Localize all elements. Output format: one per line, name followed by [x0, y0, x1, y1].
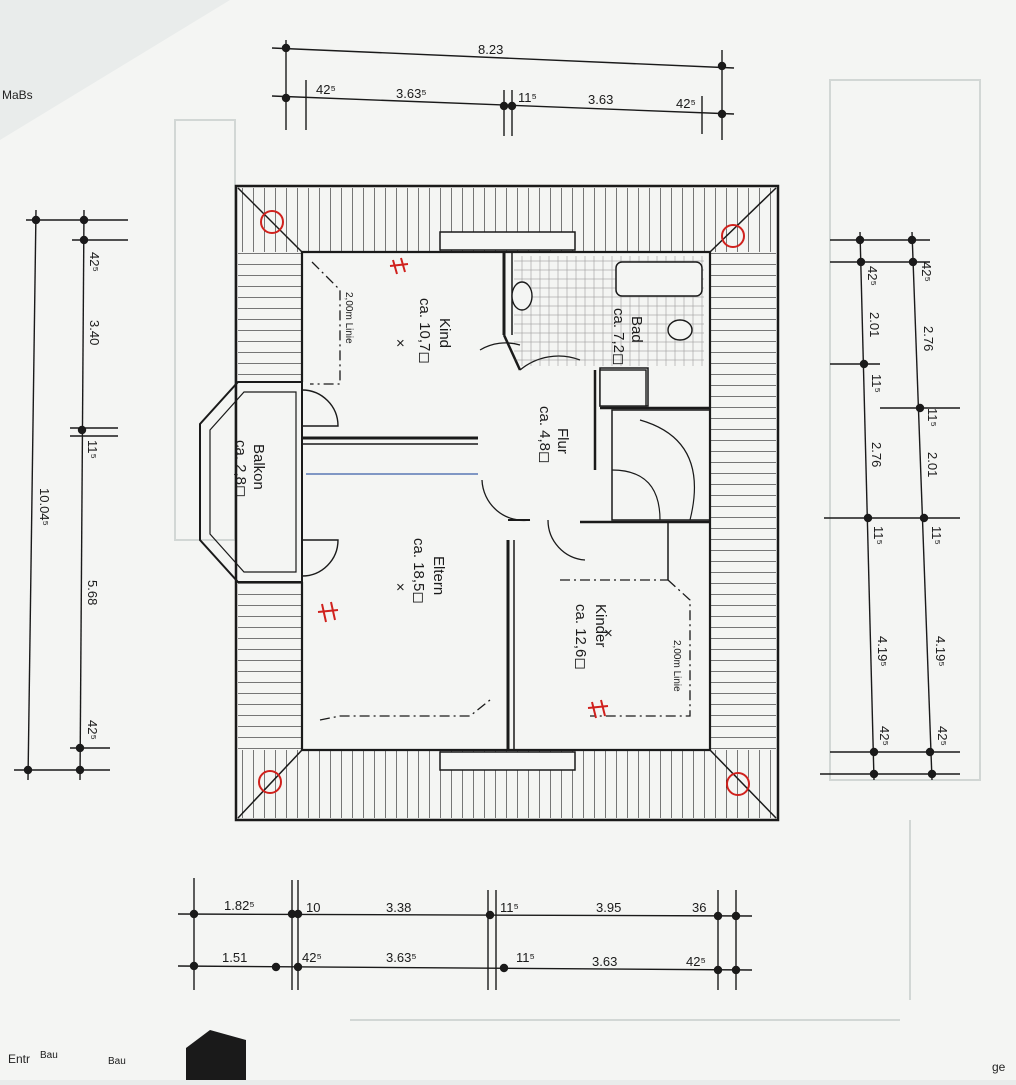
- dim-left-1: 42⁵: [87, 252, 102, 272]
- dim-right-inner-6: 4.19⁵: [875, 636, 890, 667]
- room-balkon-name: Balkon: [250, 444, 267, 490]
- dim-bottom1-2: 10: [306, 900, 320, 915]
- dim-bottom1-6: 36: [692, 900, 706, 915]
- edge-text-top-left: MaBs: [2, 88, 33, 102]
- edge-text-bottom-right: ge: [992, 1060, 1006, 1074]
- dim-right-inner-7: 42⁵: [877, 726, 892, 746]
- room-eltern-cross: ×: [396, 579, 405, 596]
- dim-top-4: 3.63: [588, 92, 613, 107]
- room-bad-area: ca. 7,2◻: [610, 308, 627, 365]
- interior-walls: [302, 252, 711, 750]
- bathroom-fixtures: [511, 256, 704, 407]
- edge-text-bau-1: Bau: [108, 1056, 126, 1067]
- dim-right-inner-2: 2.01: [867, 312, 882, 337]
- dim-bottom2-1: 1.51: [222, 950, 247, 965]
- dim-left-3: 11⁵: [85, 440, 100, 459]
- dim-bottom1-5: 3.95: [596, 900, 621, 915]
- dim-bottom2-2: 42⁵: [302, 950, 322, 965]
- dim-top-total: 8.23: [478, 42, 503, 57]
- dim-right-outer-3: 11⁵: [925, 408, 940, 427]
- dim-right-outer-6: 4.19⁵: [933, 636, 948, 667]
- roof-band: [234, 184, 780, 822]
- balcony: [199, 381, 339, 583]
- dim-left-total: 10.04⁵: [37, 488, 52, 526]
- dim-bottom1-4: 11⁵: [500, 900, 519, 915]
- room-balkon: Balkon ca. 2,8◻: [232, 440, 267, 497]
- room-kind-area: ca. 10,7◻: [416, 298, 433, 364]
- room-flur-name: Flur: [554, 428, 571, 454]
- dim-bottom1-3: 3.38: [386, 900, 411, 915]
- dimension-lines: [14, 40, 960, 990]
- room-bad: Bad ca. 7,2◻: [610, 308, 645, 365]
- dim-right-inner-5: 11⁵: [871, 526, 886, 545]
- dim-top-5: 42⁵: [676, 96, 696, 111]
- dim-right-inner-4: 2.76: [869, 442, 884, 467]
- edge-text-bau-2: Bau: [40, 1050, 58, 1061]
- room-bad-name: Bad: [628, 316, 645, 343]
- dim-bottom2-4: 11⁵: [516, 950, 535, 965]
- dim-right-outer-2: 2.76: [921, 326, 936, 351]
- dim-top-1: 42⁵: [316, 82, 336, 97]
- room-eltern: Eltern ca. 18,5◻ ×: [396, 538, 447, 604]
- logo-fragment: Bau Bau: [40, 1030, 246, 1080]
- room-kinder-name: Kinder: [592, 604, 609, 647]
- dim-left-5: 42⁵: [85, 720, 100, 740]
- dim-right-outer-7: 42⁵: [935, 726, 950, 746]
- dim-left-2: 3.40: [87, 320, 102, 345]
- room-kind: Kind ca. 10,7◻ ×: [396, 298, 453, 364]
- dim-right-outer-1: 42⁵: [919, 262, 934, 282]
- red-annotations: [317, 257, 609, 719]
- room-flur: Flur ca. 4,8◻: [536, 406, 571, 463]
- linie-label-kinder: 2,00m Linie: [671, 640, 682, 692]
- dim-bottom2-6: 42⁵: [686, 954, 706, 969]
- dim-bottom1-1: 1.82⁵: [224, 898, 255, 913]
- room-kind-name: Kind: [436, 318, 453, 348]
- dim-right-inner-3: 11⁵: [869, 374, 884, 393]
- dim-right-outer-4: 2.01: [925, 452, 940, 477]
- linie-label-kind: 2,00m Linie: [343, 292, 354, 344]
- room-balkon-area: ca. 2,8◻: [232, 440, 249, 497]
- room-kind-cross: ×: [396, 335, 405, 352]
- room-kinder: Kinder ca. 12,6◻ ×: [572, 604, 613, 670]
- dim-top-3: 11⁵: [518, 90, 537, 105]
- room-kinder-cross: ×: [604, 625, 613, 642]
- room-kinder-area: ca. 12,6◻: [572, 604, 589, 670]
- dim-bottom2-5: 3.63: [592, 954, 617, 969]
- dim-top-2: 3.63⁵: [396, 86, 427, 101]
- height-lines: [310, 261, 691, 721]
- dim-bottom2-3: 3.63⁵: [386, 950, 417, 965]
- room-eltern-name: Eltern: [430, 556, 447, 595]
- edge-text-bottom-left: Entr: [8, 1052, 31, 1066]
- dim-left-4: 5.68: [85, 580, 100, 605]
- corner-markers: [258, 210, 750, 796]
- dim-right-outer-5: 11⁵: [929, 526, 944, 545]
- room-flur-area: ca. 4,8◻: [536, 406, 553, 463]
- room-eltern-area: ca. 18,5◻: [410, 538, 427, 604]
- dim-right-inner-1: 42⁵: [865, 266, 880, 286]
